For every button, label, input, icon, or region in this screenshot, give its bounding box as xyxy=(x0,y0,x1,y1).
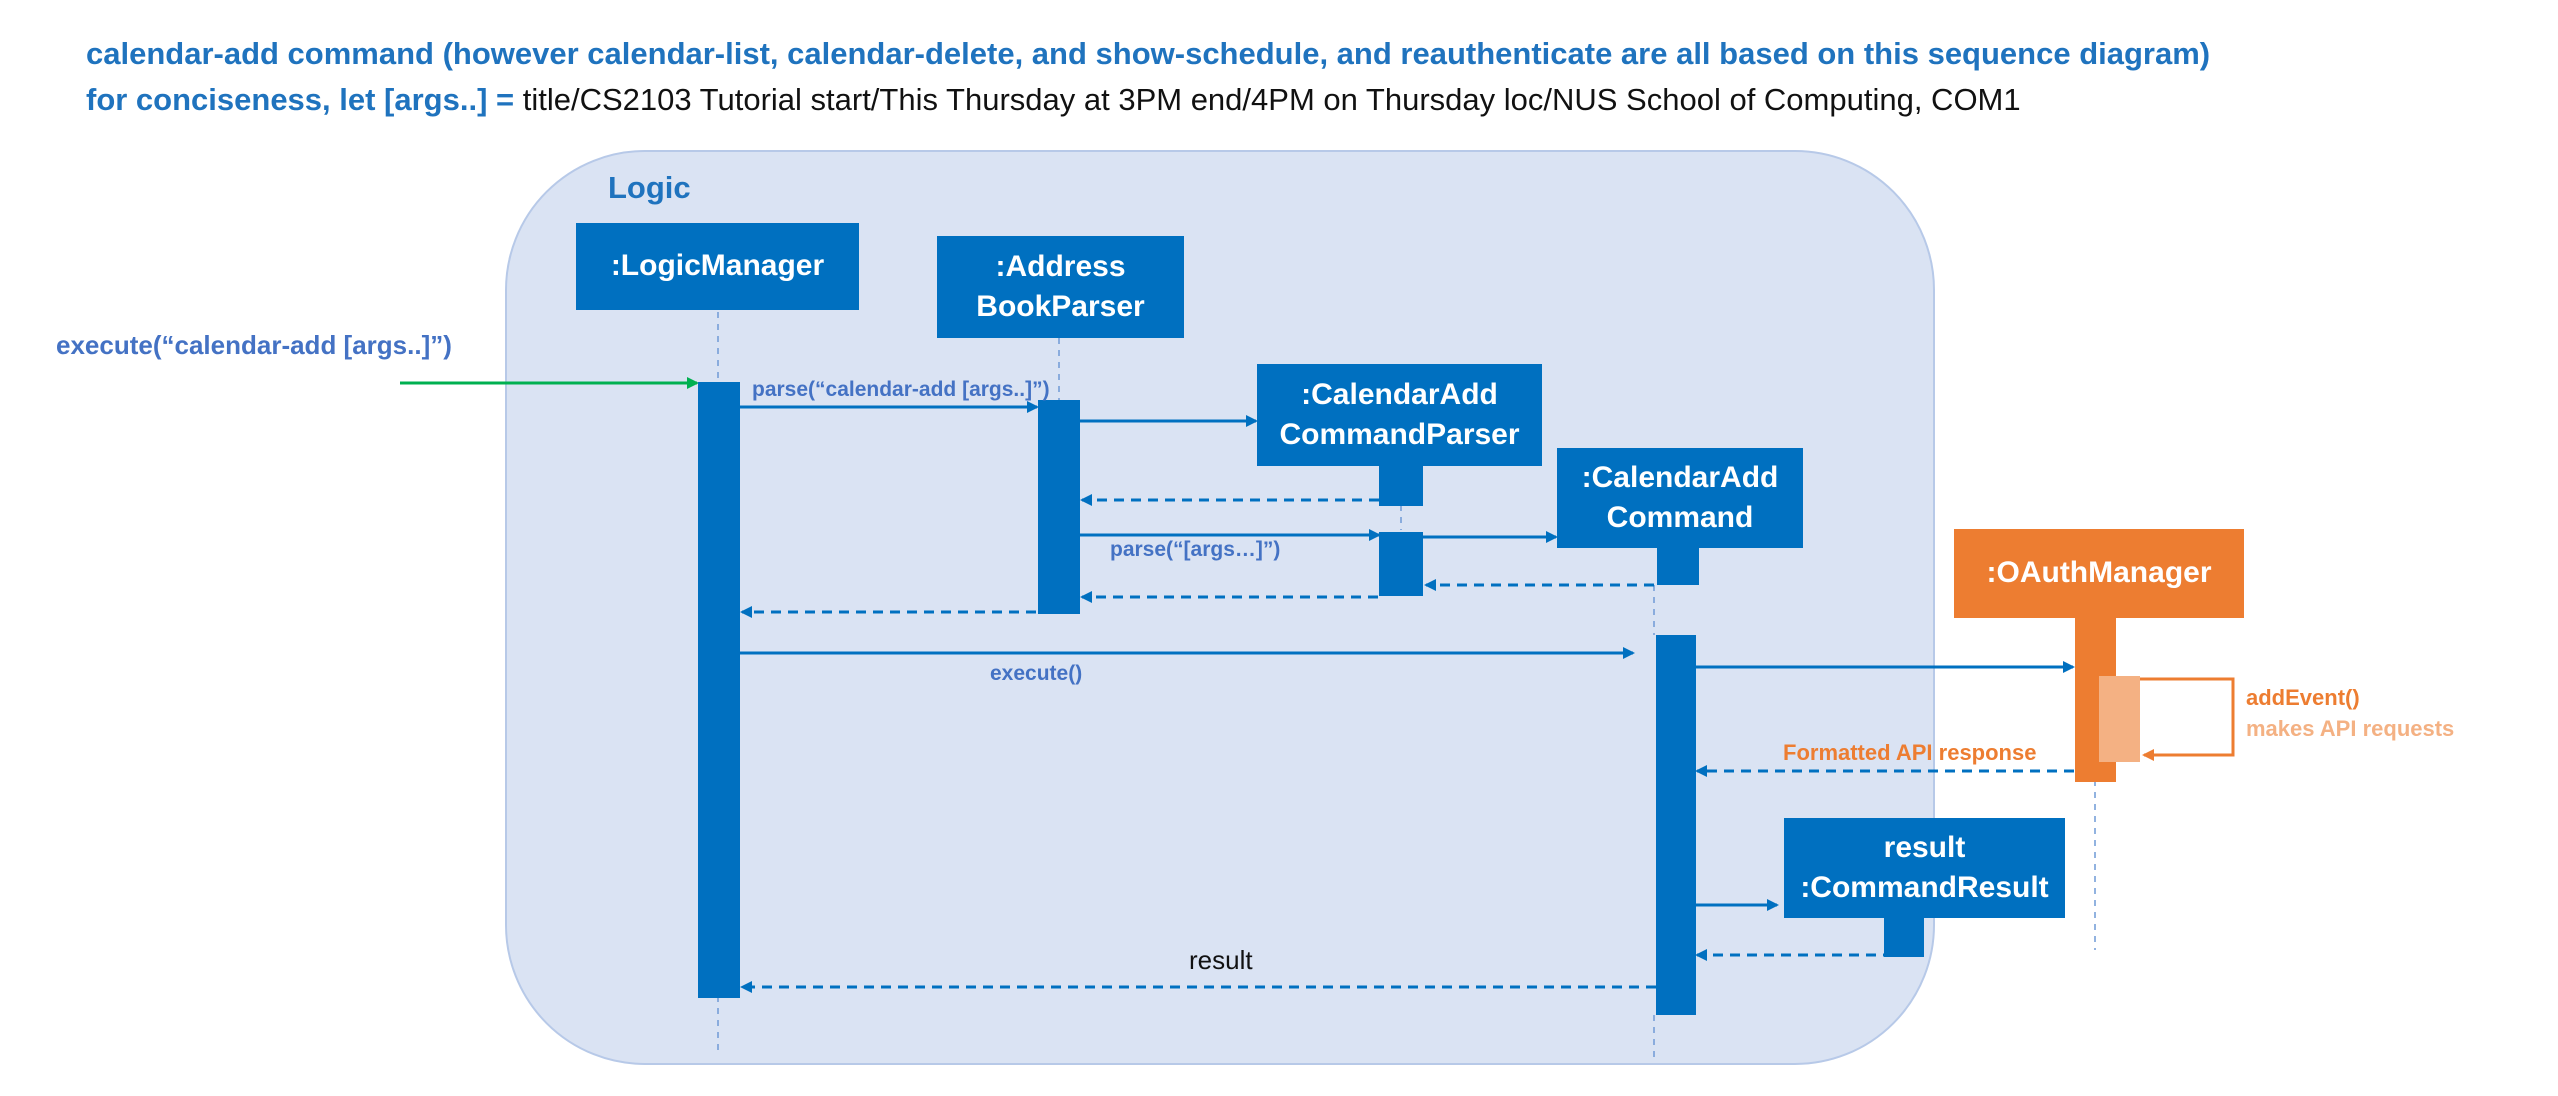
participant-address-book-parser: :Address BookParser xyxy=(937,236,1184,338)
label-formatted-api-response: Formatted API response xyxy=(1783,740,2037,765)
participant-oauth-manager-label: :OAuthManager xyxy=(1986,556,2212,590)
diagram-title: calendar-add command (however calendar-l… xyxy=(86,36,2211,71)
args-definition-value: title/CS2103 Tutorial start/This Thursda… xyxy=(514,82,2021,117)
participant-logic-manager: :LogicManager xyxy=(576,223,859,310)
participant-calendar-add-command-line2: Command xyxy=(1606,501,1754,534)
logic-boundary-label: Logic xyxy=(608,170,691,205)
participant-command-result-line2: :CommandResult xyxy=(1800,871,2049,904)
label-execute: execute() xyxy=(990,662,1083,685)
activation-command-create xyxy=(1657,545,1699,585)
label-external-execute: execute(“calendar-add [args..]”) xyxy=(56,330,452,360)
participant-logic-manager-label: :LogicManager xyxy=(610,249,825,283)
label-parse-args: parse(“[args…]”) xyxy=(1110,538,1281,561)
participant-command-result-line1: result xyxy=(1883,830,1966,864)
participant-address-book-parser-line2: BookParser xyxy=(976,290,1145,323)
participant-calendar-add-command-parser-line2: CommandParser xyxy=(1279,418,1520,451)
activation-calendar-add-command xyxy=(1656,635,1696,1015)
activation-command-parser-parse xyxy=(1379,532,1423,596)
participant-command-result: result :CommandResult xyxy=(1784,818,2065,918)
activation-command-result xyxy=(1884,915,1924,957)
participant-address-book-parser-line1: :Address xyxy=(995,249,1126,283)
args-definition: for conciseness, let [args..] = title/CS… xyxy=(86,82,2021,118)
participant-calendar-add-command-parser: :CalendarAdd CommandParser xyxy=(1257,364,1542,466)
participant-calendar-add-command-parser-line1: :CalendarAdd xyxy=(1301,377,1498,411)
args-definition-key: for conciseness, let [args..] = xyxy=(86,82,515,117)
activation-logic-manager xyxy=(698,382,740,998)
label-parse-full: parse(“calendar-add [args..]”) xyxy=(752,378,1050,401)
label-add-event: addEvent() xyxy=(2246,685,2360,710)
label-result: result xyxy=(1189,945,1253,975)
activation-command-parser-create xyxy=(1379,462,1423,506)
activation-address-book-parser xyxy=(1038,400,1080,614)
activation-oauth-add-event xyxy=(2099,676,2140,762)
label-makes-api-requests: makes API requests xyxy=(2246,716,2455,741)
participant-calendar-add-command-line1: :CalendarAdd xyxy=(1581,460,1779,494)
participant-oauth-manager: :OAuthManager xyxy=(1954,529,2244,618)
participant-calendar-add-command: :CalendarAdd Command xyxy=(1557,448,1803,548)
arrow-self-add-event xyxy=(2140,677,2235,761)
